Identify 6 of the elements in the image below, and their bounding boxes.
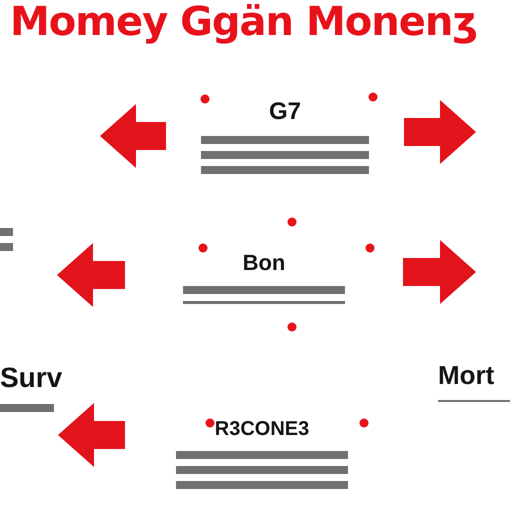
heading: Surv xyxy=(0,364,62,392)
heading: Mort xyxy=(438,362,494,388)
heading: R3CONE3 xyxy=(214,419,310,439)
heading: G7 xyxy=(268,100,301,124)
title: Momey Ggän Monenʒ xyxy=(10,0,477,44)
heading: Bon xyxy=(242,252,286,274)
